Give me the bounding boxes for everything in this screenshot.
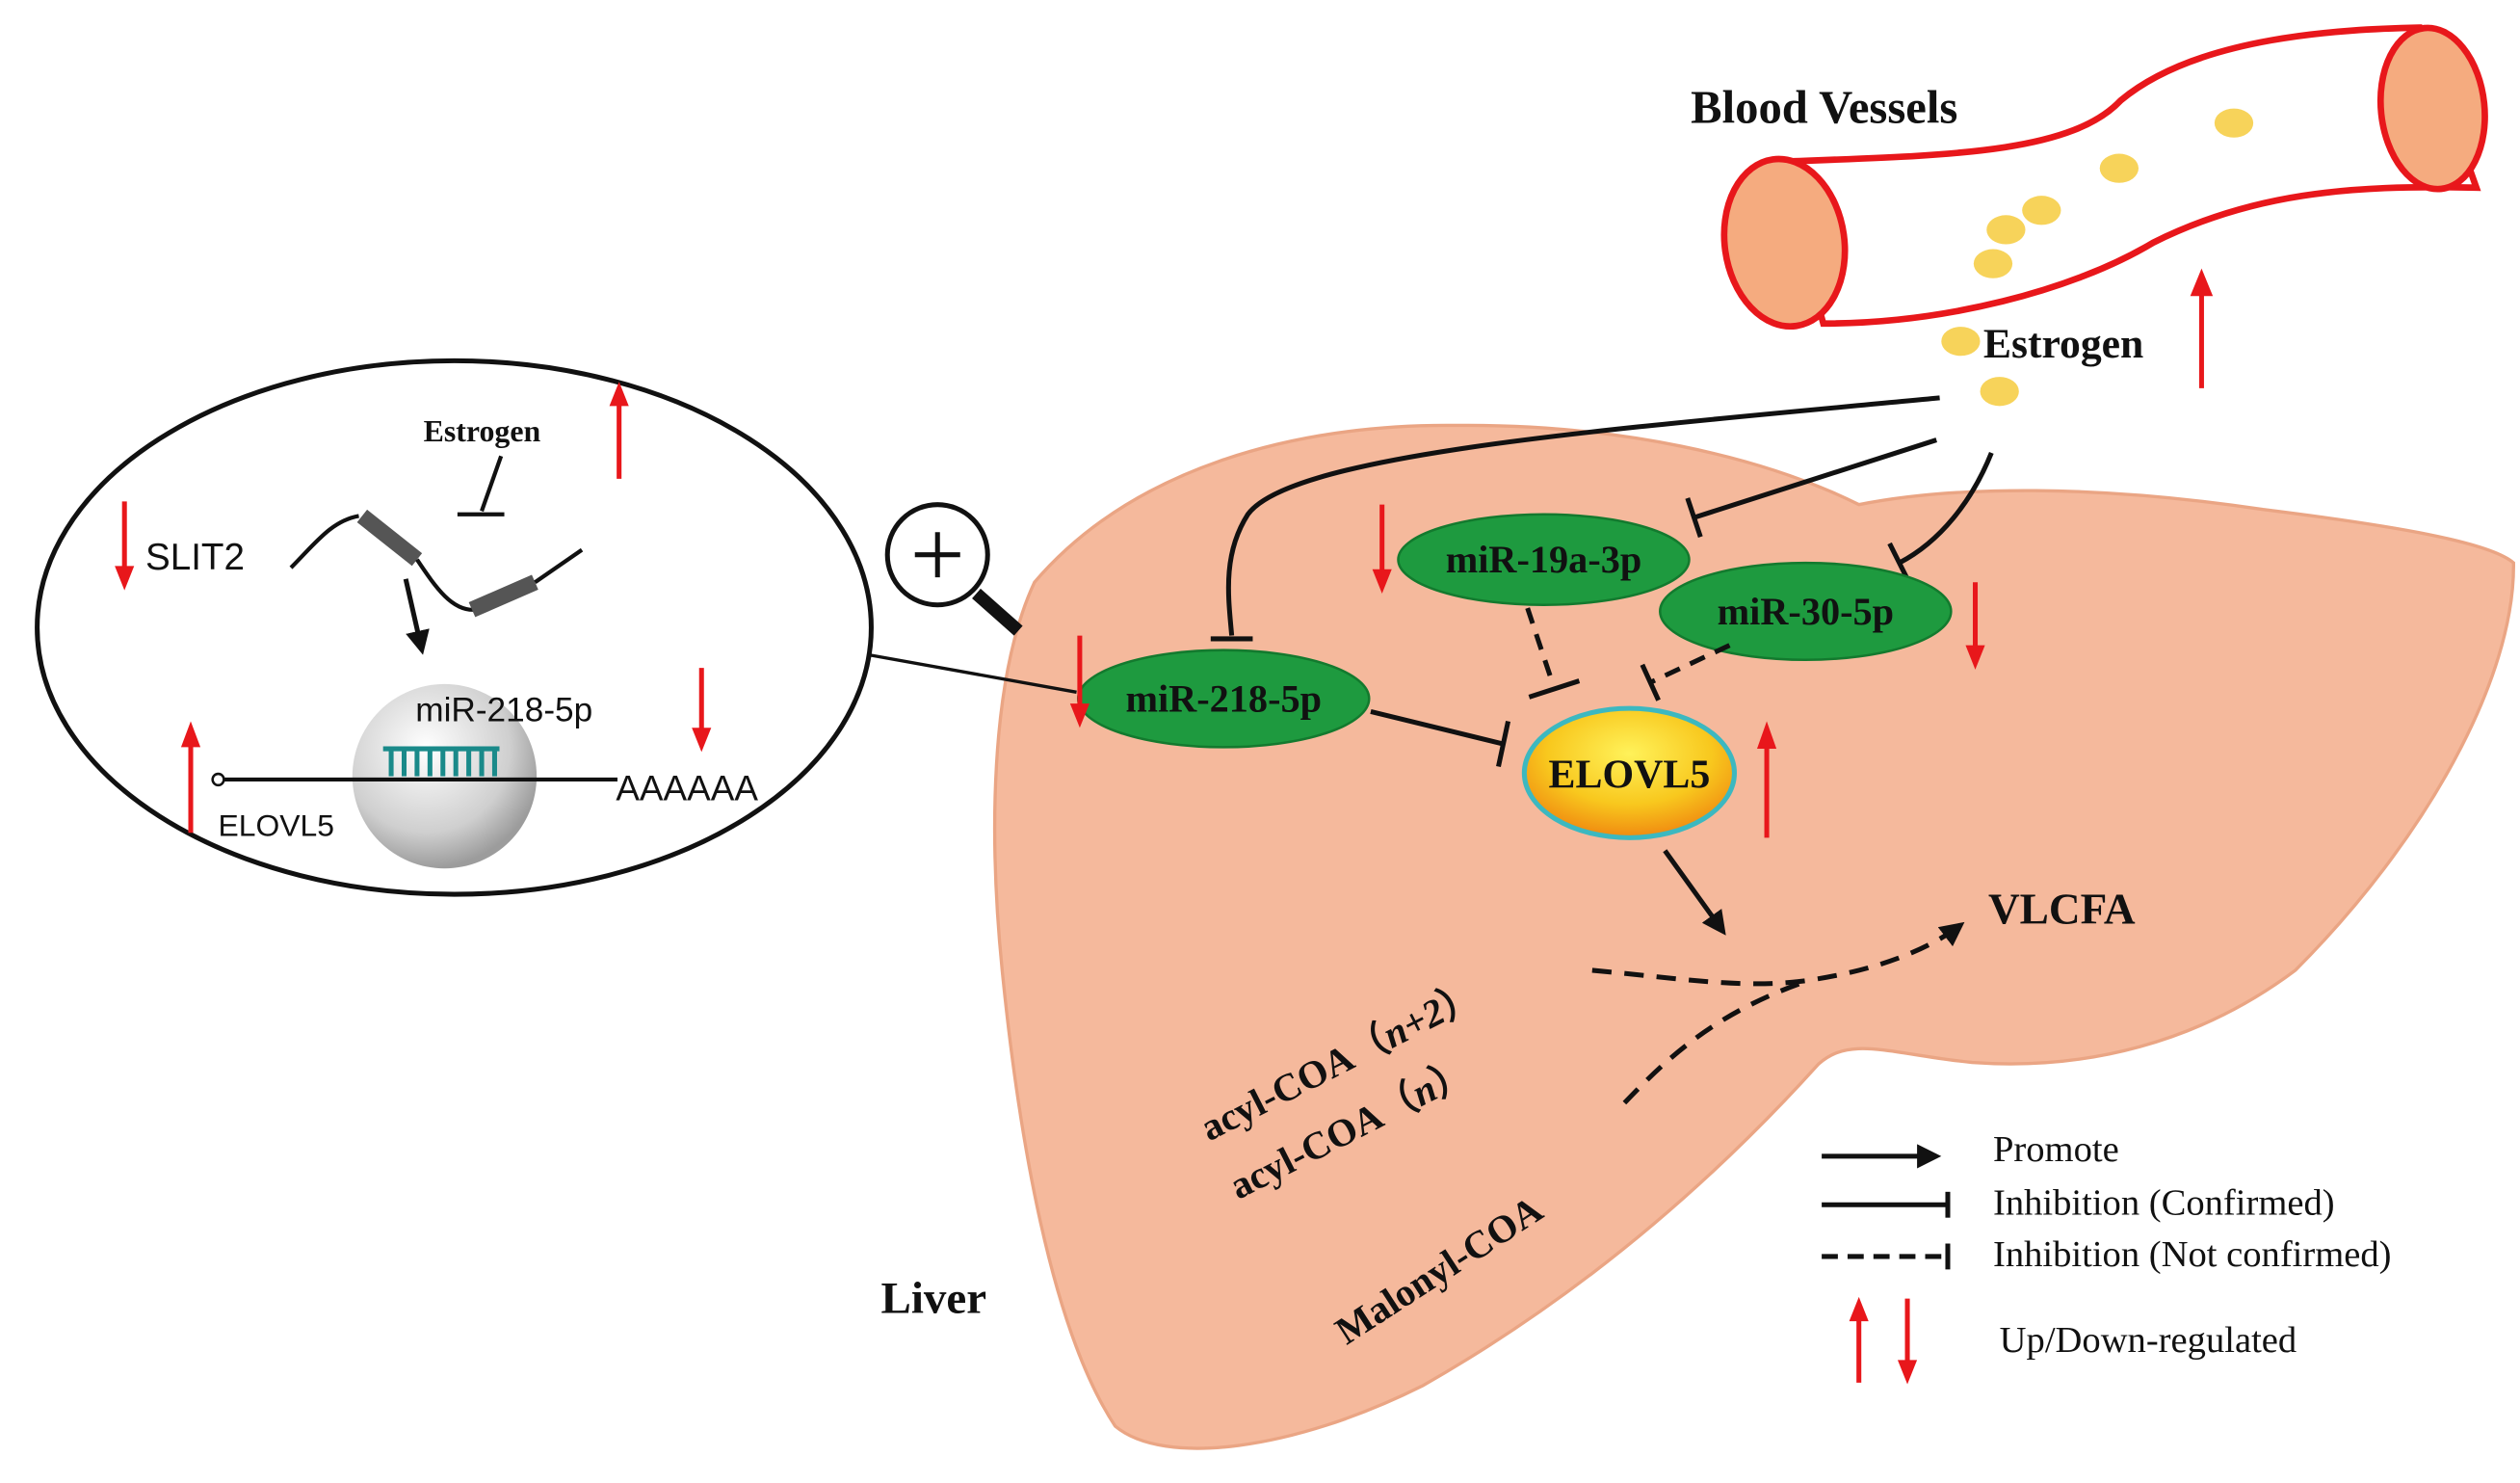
legend-inhibition-confirmed-line — [1822, 1191, 1951, 1218]
mir-19a-3p-node: miR-19a-3p — [1397, 513, 1691, 606]
mir-30-5p-label: miR-30-5p — [1718, 590, 1894, 633]
inset-panel: Estrogen SLIT2 miR-218-5p — [35, 358, 874, 897]
inset-estrogen-label: Estrogen — [424, 414, 541, 448]
slit2-gene-strand — [289, 509, 584, 618]
estrogen-inhibits-mir-19a — [1685, 437, 1938, 539]
estrogen-particle-icon — [2099, 153, 2139, 183]
mir-19a-inhibits-elovl5 — [1525, 607, 1581, 700]
estrogen-particle-icon — [2214, 108, 2254, 138]
inset-ellipse — [35, 358, 874, 897]
legend-regulation-label: Up/Down-regulated — [2000, 1320, 2297, 1361]
inset-elovl5-label: ELOVL5 — [219, 808, 334, 843]
inset-polya-label: AAAAAA — [616, 769, 758, 808]
mir-19a-3p-label: miR-19a-3p — [1446, 538, 1642, 581]
mir-30-5p-node: miR-30-5p — [1659, 561, 1953, 662]
vessel-right-opening — [2376, 24, 2488, 193]
elovl5-mrna-strand — [211, 772, 617, 787]
legend-promote-label: Promote — [1993, 1129, 2119, 1170]
up-regulated-arrow-icon — [1756, 721, 1777, 838]
up-regulated-arrow-icon — [180, 721, 201, 834]
estrogen-inhibits-mir-218 — [1210, 395, 1940, 642]
blood-vessel — [1720, 24, 2488, 331]
mir-19a-3p-ellipse — [1397, 513, 1691, 606]
inset-promote-arrow — [403, 578, 430, 655]
estrogen-particles — [1941, 108, 2254, 407]
up-regulated-arrow-icon — [2190, 268, 2214, 388]
mir-218-5p-node: miR-218-5p — [1076, 649, 1371, 749]
up-regulated-arrow-icon — [609, 382, 629, 479]
down-regulated-arrow-icon — [1897, 1298, 1918, 1385]
mir-218-inhibits-elovl5 — [1370, 709, 1511, 768]
down-regulated-arrow-icon — [115, 501, 135, 591]
mirna-binding-comb — [382, 746, 500, 777]
vessel-left-opening — [1720, 155, 1849, 331]
vlcfa-label: VLCFA — [1988, 885, 2136, 933]
legend-inhibition-not-confirmed-line — [1822, 1243, 1951, 1270]
inset-connector-line — [869, 653, 1077, 694]
liver-shape — [992, 423, 2515, 1450]
mir-30-5p-ellipse — [1659, 561, 1953, 662]
elovl5-node: ELOVL5 — [1521, 705, 1738, 840]
estrogen-particle-icon — [1941, 327, 1981, 357]
estrogen-particle-icon — [2022, 196, 2061, 225]
estrogen-particle-icon — [1973, 249, 2013, 278]
mrna-cap-icon — [211, 772, 225, 787]
elovl5-ellipse — [1521, 705, 1738, 840]
estrogen-particle-icon — [1980, 377, 2019, 407]
magnifier-plus-icon — [884, 502, 1023, 636]
elovl5-promotes-arrow — [1663, 849, 1726, 936]
mir-218-5p-label: miR-218-5p — [1125, 676, 1322, 720]
acyl-to-vlcfa-dashed-arrow — [1591, 921, 1965, 987]
up-regulated-arrow-icon — [1849, 1296, 1869, 1383]
estrogen-label: Estrogen — [1983, 321, 2143, 367]
inset-mirna-label: miR-218-5p — [415, 692, 592, 729]
down-regulated-arrow-icon — [1372, 504, 1392, 594]
inset-slit2-label: SLIT2 — [145, 537, 245, 578]
estrogen-particle-icon — [1986, 215, 2026, 245]
legend-inhibition-not-confirmed-label: Inhibition (Not confirmed) — [1993, 1234, 2392, 1275]
inset-estrogen-inhibition — [457, 455, 505, 516]
legend: Promote Inhibition (Confirmed) Inhibitio… — [1822, 1129, 2392, 1385]
mir-30-inhibits-elovl5 — [1640, 643, 1731, 702]
elovl5-label: ELOVL5 — [1549, 753, 1711, 797]
blood-vessels-label: Blood Vessels — [1691, 82, 1957, 134]
down-regulated-arrow-icon — [1069, 635, 1089, 728]
slit2-exon — [356, 509, 423, 567]
liver-label: Liver — [881, 1274, 987, 1324]
down-regulated-arrow-icon — [692, 668, 712, 753]
slit2-exon — [468, 574, 538, 618]
down-regulated-arrow-icon — [1965, 582, 1985, 670]
legend-inhibition-confirmed-label: Inhibition (Confirmed) — [1993, 1182, 2335, 1223]
